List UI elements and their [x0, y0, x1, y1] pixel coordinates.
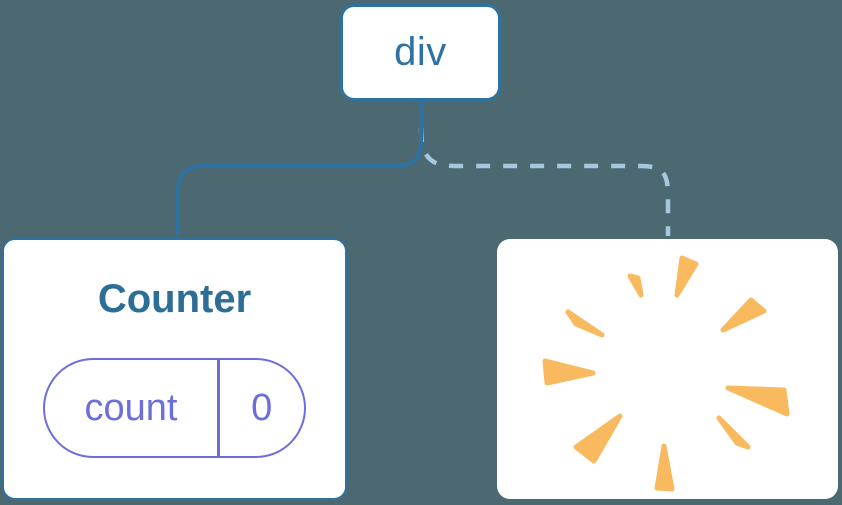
node-removed: [497, 239, 838, 499]
node-counter: Counter count 0: [2, 238, 347, 500]
counter-title: Counter: [97, 277, 252, 321]
state-value: 0: [251, 386, 273, 429]
node-div: div: [340, 4, 501, 101]
poof-icon: [542, 255, 790, 492]
state-pill: count 0: [43, 358, 306, 458]
state-pill-divider: [217, 360, 220, 456]
state-key: count: [84, 386, 178, 429]
node-div-label: div: [394, 30, 447, 74]
connector-solid-counter: [176, 101, 423, 236]
connector-dashed-removed: [418, 127, 671, 236]
